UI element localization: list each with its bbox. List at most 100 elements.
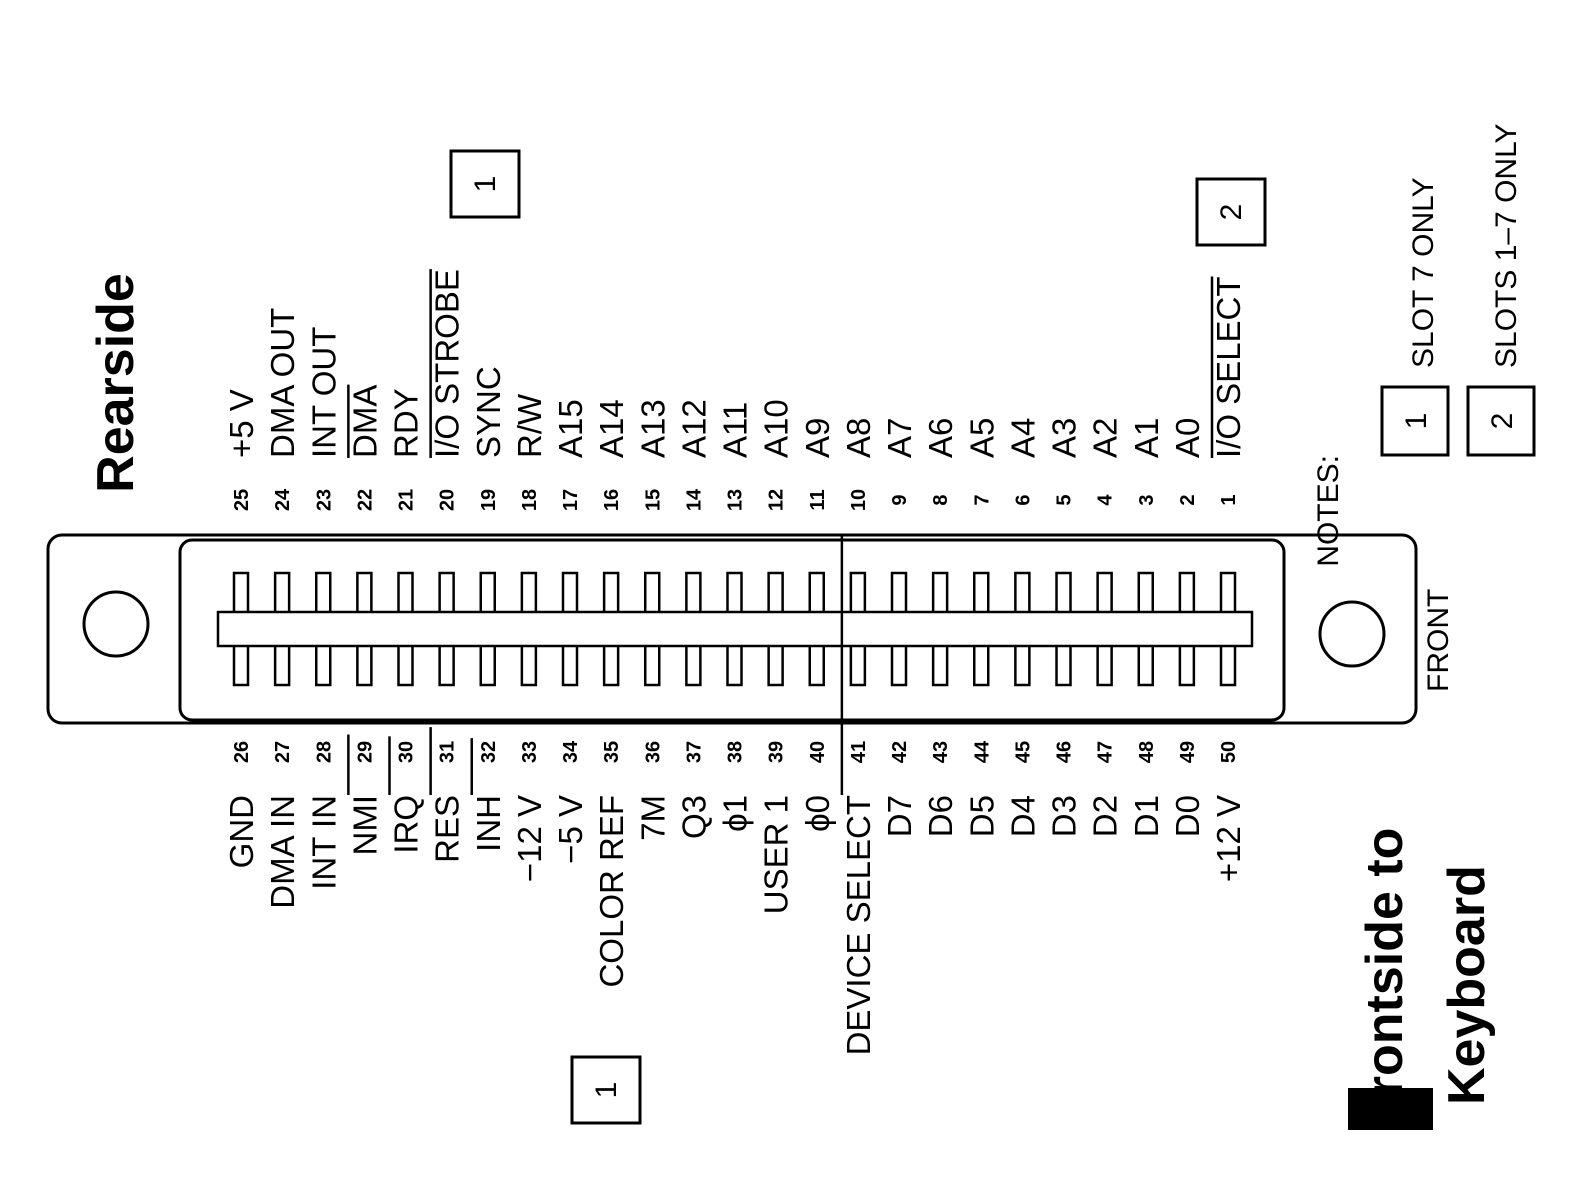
contact-front-9: [561, 643, 579, 687]
front-signal-dma-in: DMA IN: [264, 795, 301, 909]
front-signal-0: ϕ0: [799, 795, 836, 832]
rear-signal-a14: A14: [593, 399, 630, 458]
rear-signal-int-out: INT OUT: [305, 327, 342, 458]
contact-front-21: [1055, 643, 1072, 687]
rear-pin-number-11: 11: [807, 489, 829, 510]
contact-front-24: [1178, 643, 1196, 687]
rear-signal-a8: A8: [840, 418, 877, 458]
contact-front-19: [973, 643, 990, 687]
contact-front-12: [685, 643, 702, 687]
front-pin-number-44: 44: [971, 740, 993, 763]
contact-front-16: [849, 643, 867, 687]
contact-front-25: [1219, 643, 1237, 687]
front-signal-d2: D2: [1087, 795, 1124, 837]
rear-pin-number-15: 15: [642, 489, 664, 511]
front-pin-number-39: 39: [766, 741, 788, 763]
front-pin-number-27: 27: [272, 741, 294, 763]
rear-pin-number-13: 13: [725, 489, 747, 511]
contact-rear-23: [1137, 571, 1154, 615]
contact-rear-19: [973, 571, 990, 615]
contact-rear-14: [767, 571, 784, 615]
contact-front-22: [1096, 643, 1113, 687]
rear-signal-i-o-strobe: I/O STROBE: [429, 269, 466, 458]
rear-pin-number-7: 7: [971, 494, 993, 505]
contact-front-23: [1137, 643, 1154, 687]
rear-pin-number-22: 22: [354, 489, 376, 511]
rear-signal-a4: A4: [1004, 418, 1041, 458]
rear-signal-dma-out: DMA OUT: [264, 308, 301, 458]
rear-pin-number-8: 8: [930, 494, 952, 505]
front-pin-number-37: 37: [683, 741, 705, 763]
front-side-label-line2: Keyboard: [1438, 865, 1496, 1105]
front-pin-number-29: 29: [354, 741, 376, 763]
front-signal-color-ref: COLOR REF: [593, 795, 630, 988]
contact-rear-15: [808, 571, 825, 615]
rear-side-label: Rearside: [87, 273, 145, 493]
contact-rear-20: [1014, 571, 1031, 615]
rear-signal-a10: A10: [758, 399, 795, 458]
notes-item-2-text: SLOTS 1–7 ONLY: [1490, 123, 1523, 368]
note-marker-front-user: 1: [570, 1055, 642, 1125]
rear-pin-number-24: 24: [272, 488, 294, 511]
rear-signal-a12: A12: [675, 399, 712, 458]
contact-front-8: [520, 643, 538, 687]
contact-rear-11: [644, 571, 661, 615]
contact-front-14: [767, 643, 784, 687]
edge-connector: [46, 533, 1418, 725]
contact-front-3: [315, 643, 332, 687]
rear-pin-number-25: 25: [231, 489, 253, 511]
front-signal-device-select: DEVICE SELECT: [840, 795, 877, 1055]
front-signal-d3: D3: [1046, 795, 1083, 837]
rear-mounting-hole: [82, 590, 150, 658]
front-signal-int-in: INT IN: [305, 795, 342, 890]
rear-signal-i-o-select: I/O SELECT: [1210, 276, 1247, 458]
contact-rear-9: [561, 571, 579, 615]
contact-front-20: [1014, 643, 1031, 687]
rear-signal-a13: A13: [634, 399, 671, 458]
rear-signal-a9: A9: [799, 418, 836, 458]
contact-front-10: [602, 643, 620, 687]
note-marker-rear-strobe-number: 1: [469, 176, 502, 193]
contact-front-7: [479, 643, 496, 687]
rear-pin-number-16: 16: [601, 489, 623, 511]
rear-pin-number-23: 23: [313, 489, 335, 511]
front-signal-nmi: NMI: [346, 795, 383, 856]
front-pin-number-32: 32: [478, 741, 500, 763]
pin-contacts: [232, 571, 1237, 687]
front-signal-1: ϕ1: [717, 795, 754, 832]
front-signal-irq: IRQ: [388, 795, 425, 854]
front-pin-number-38: 38: [725, 741, 747, 763]
rear-signal-a1: A1: [1128, 418, 1165, 458]
rear-pin-number-2: 2: [1177, 494, 1199, 505]
front-signal-q3: Q3: [675, 795, 712, 839]
rear-pin-number-17: 17: [560, 489, 582, 511]
front-side-black-marker: [1348, 1088, 1433, 1130]
front-signal-d1: D1: [1128, 795, 1165, 837]
note-marker-front-user-number: 1: [590, 1082, 623, 1099]
rear-pin-number-4: 4: [1095, 494, 1117, 506]
rear-pin-number-20: 20: [437, 489, 459, 511]
contact-rear-16: [849, 571, 867, 615]
rear-signal-5-v: +5 V: [223, 389, 260, 458]
front-signal-user-1: USER 1: [758, 795, 795, 914]
front-pin-number-31: 31: [437, 741, 459, 763]
front-pin-number-46: 46: [1054, 741, 1076, 763]
contact-front-13: [726, 643, 743, 687]
front-signal-7m: 7M: [634, 795, 671, 841]
rear-pin-number-6: 6: [1012, 494, 1034, 505]
rear-signal-a5: A5: [963, 418, 1000, 458]
rear-signal-a0: A0: [1169, 418, 1206, 458]
notes-legend: NOTES: 1 SLOT 7 ONLY 2 SLOTS 1–7 ONLY: [1312, 123, 1536, 567]
contact-front-17: [890, 643, 908, 687]
contact-rear-7: [479, 571, 496, 615]
notes-item-1-text: SLOT 7 ONLY: [1407, 177, 1440, 368]
contact-rear-3: [315, 571, 332, 615]
front-signal-res: RES: [429, 795, 466, 863]
front-side-label-line1: Frontside to: [1356, 828, 1414, 1128]
rear-signal-dma: DMA: [346, 385, 383, 458]
front-pin-number-42: 42: [889, 741, 911, 763]
contact-front-6: [438, 643, 455, 687]
rear-pin-number-18: 18: [519, 489, 541, 511]
